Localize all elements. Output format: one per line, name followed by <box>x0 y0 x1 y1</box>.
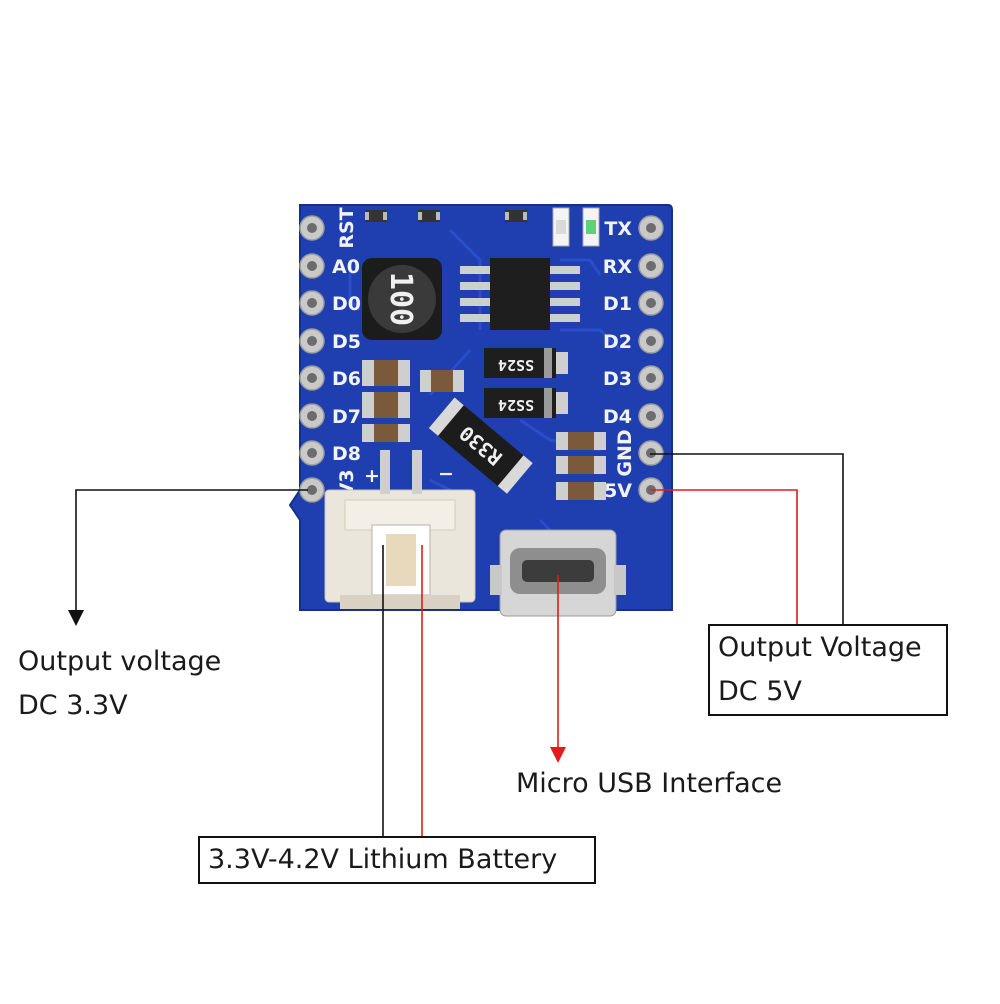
left-pin-7-pad-hole <box>307 485 317 495</box>
output-5v-callout: Output Voltage DC 5V <box>708 624 948 716</box>
right-pin-label: GND <box>614 429 636 476</box>
left-pin-label: RST <box>336 207 358 248</box>
inductor: 100 <box>362 258 442 340</box>
left-pin-label: D6 <box>332 368 361 390</box>
right-pin-label: D2 <box>603 331 632 353</box>
right-pin-3-pad-hole <box>646 336 656 346</box>
right-pin-0-pad-hole <box>646 223 656 233</box>
left-pin-0-pad-hole <box>307 223 317 233</box>
left-pin-label: D8 <box>332 443 361 465</box>
left-pin-label: A0 <box>332 256 360 278</box>
battery-callout: 3.3V-4.2V Lithium Battery <box>198 836 596 884</box>
right-pin-label: TX <box>604 218 632 240</box>
inductor-marking: 100 <box>383 272 418 326</box>
polarity-minus: − <box>438 463 454 485</box>
smd-capacitors <box>362 360 606 500</box>
leader-gnd <box>650 453 844 628</box>
right-pin-label: 5V <box>604 480 632 502</box>
micro-usb-callout: Micro USB Interface <box>516 768 783 799</box>
left-pin-2-pad-hole <box>307 298 317 308</box>
output-5v-line1: Output Voltage <box>718 632 922 663</box>
left-pin-label: D0 <box>332 293 361 315</box>
output-5v-line2: DC 5V <box>718 676 802 707</box>
leader-5v <box>650 489 798 628</box>
diode-marking-2: SS24 <box>498 396 534 414</box>
micro-usb-port <box>490 529 626 617</box>
left-pin-6-pad-hole <box>307 448 317 458</box>
left-pin-5-pad-hole <box>307 411 317 421</box>
polarity-plus: + <box>364 465 380 487</box>
right-pin-6-pad-hole <box>646 448 656 458</box>
left-pin-header: RSTA0D0D5D6D7D83V3 <box>299 207 361 511</box>
right-pin-5-pad-hole <box>646 411 656 421</box>
leader-3v3 <box>68 489 308 626</box>
left-pin-label: D7 <box>332 406 361 428</box>
schottky-diodes: SS24 SS24 <box>484 348 568 418</box>
right-pin-label: D1 <box>603 293 632 315</box>
left-pin-3-pad-hole <box>307 336 317 346</box>
battery-connector <box>324 450 476 609</box>
right-pin-4-pad-hole <box>646 373 656 383</box>
top-smd-resistors <box>365 210 527 222</box>
left-pin-label: D5 <box>332 331 361 353</box>
status-leds <box>552 207 600 247</box>
right-pin-label: RX <box>603 256 633 278</box>
diode-marking-1: SS24 <box>498 356 534 374</box>
output-3v3-callout: Output voltage DC 3.3V <box>18 640 221 728</box>
output-3v3-line2: DC 3.3V <box>18 690 128 721</box>
right-pin-1-pad-hole <box>646 261 656 271</box>
left-pin-1-pad-hole <box>307 261 317 271</box>
right-pin-2-pad-hole <box>646 298 656 308</box>
right-pin-label: D4 <box>603 406 632 428</box>
right-pin-label: D3 <box>603 368 632 390</box>
callout-leaders <box>68 453 844 838</box>
left-pin-4-pad-hole <box>307 373 317 383</box>
ic-chip <box>460 258 580 330</box>
output-3v3-line1: Output voltage <box>18 646 222 677</box>
